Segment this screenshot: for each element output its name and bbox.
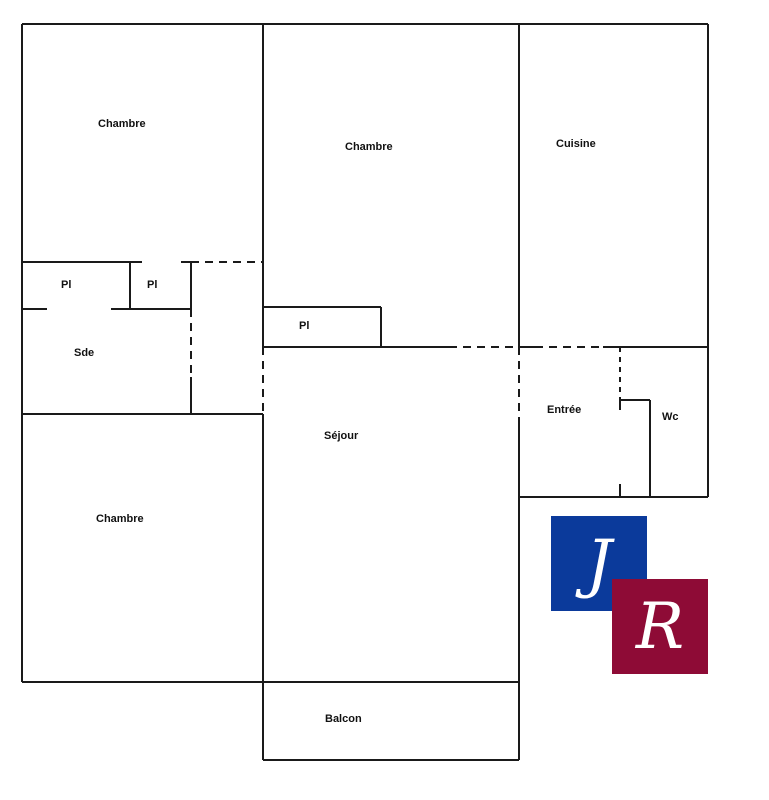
room-label-chambre-1: Chambre [98, 118, 146, 130]
logo-r-tile: R [612, 579, 708, 674]
room-label-placard-3: Pl [299, 320, 309, 332]
room-label-sejour: Séjour [324, 430, 359, 442]
logo-letter-j: J [586, 526, 612, 601]
room-labels: Chambre Chambre Cuisine Pl Pl Pl Sde Séj… [61, 118, 679, 725]
interior-walls [22, 24, 708, 761]
room-label-chambre-3: Chambre [96, 513, 144, 525]
logo-j-tile: J [551, 516, 647, 611]
room-label-placard-1: Pl [61, 279, 71, 291]
door-openings [190, 261, 621, 425]
outer-walls [21, 23, 709, 683]
room-label-entree: Entrée [547, 404, 581, 416]
room-label-placard-2: Pl [147, 279, 157, 291]
room-label-cuisine: Cuisine [556, 138, 596, 150]
room-label-wc: Wc [662, 411, 679, 423]
room-label-chambre-2: Chambre [345, 141, 393, 153]
room-label-balcon: Balcon [325, 713, 362, 725]
logo-letter-r: R [635, 589, 685, 664]
room-label-sde: Sde [74, 347, 94, 359]
